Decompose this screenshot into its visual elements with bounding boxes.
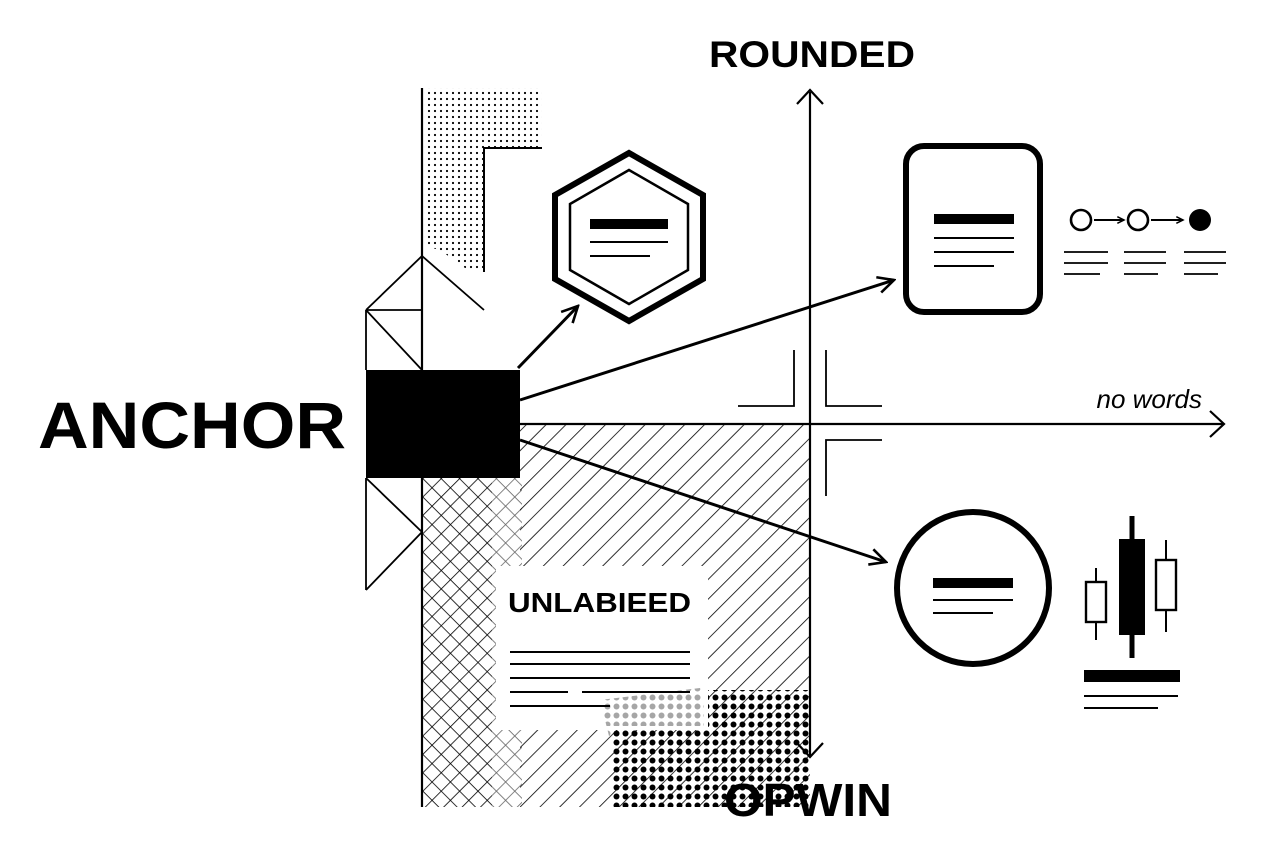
bottom-axis-label: OPWIN (724, 774, 892, 826)
candlestick-chart-icon (1084, 516, 1180, 709)
arrow-to-hexagon (516, 306, 578, 370)
inset-heading: UNLABIEED (508, 587, 691, 618)
top-axis-label: ROUNDED (709, 34, 915, 75)
arrow-to-circle-card (519, 438, 886, 562)
dotted-texture-panel (424, 88, 542, 272)
anchor-label: ANCHOR (38, 388, 346, 462)
hexagon-document-icon[interactable] (552, 149, 706, 325)
origin-crop-marks (738, 350, 882, 496)
rounded-document-icon[interactable] (903, 143, 1043, 315)
arrow-to-rounded-card (519, 280, 894, 402)
connector-arrows (516, 280, 894, 562)
circle-document-icon[interactable] (894, 509, 1052, 667)
inset-text-panel: UNLABIEED (496, 566, 712, 740)
right-axis-label: no words (1097, 384, 1203, 414)
step-flow-icon (1064, 208, 1226, 275)
anchor-block[interactable] (366, 370, 520, 478)
horizontal-axis (520, 410, 1226, 438)
